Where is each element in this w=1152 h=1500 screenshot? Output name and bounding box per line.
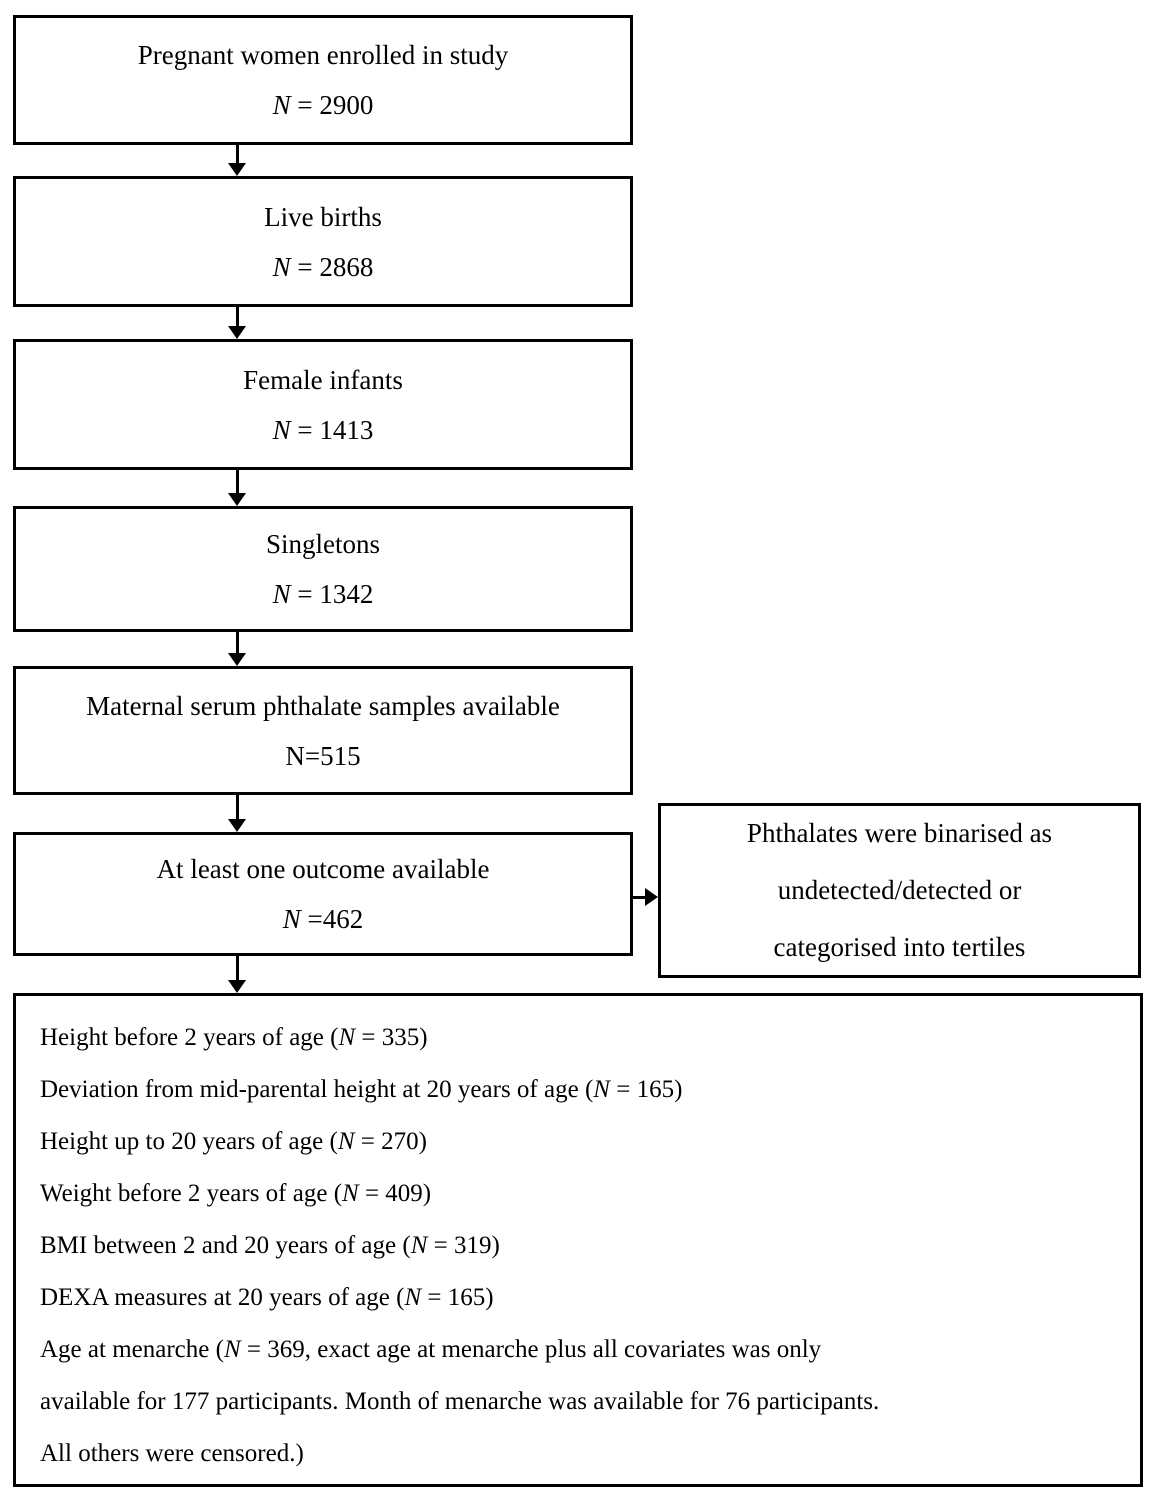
outcome-text: Deviation from mid-parental height at 20… (40, 1076, 594, 1103)
n-value: = 2868 (290, 251, 374, 282)
n-symbol: N (272, 414, 291, 445)
arrow-head-icon (228, 493, 246, 506)
arrow-head-icon (228, 980, 246, 993)
arrow-down-1 (228, 145, 246, 176)
flow-box-female-infants: Female infants N = 1413 (13, 339, 633, 470)
outcome-line-height-before-2: Height before 2 years of age (N = 335) (40, 1012, 1112, 1064)
side-box-line-1: Phthalates were binarised as (746, 818, 1053, 848)
outcome-text: Weight before 2 years of age ( (40, 1180, 343, 1207)
n-value: =462 (300, 904, 364, 934)
outcomes-box: Height before 2 years of age (N = 335) D… (13, 993, 1143, 1487)
flow-box-serum-samples: Maternal serum phthalate samples availab… (13, 666, 633, 795)
flow-box-serum-samples-label: Maternal serum phthalate samples availab… (86, 690, 560, 721)
outcome-text: available for 177 participants. Month of… (40, 1388, 880, 1415)
outcome-line-height-to-20: Height up to 20 years of age (N = 270) (40, 1116, 1112, 1168)
outcome-text: Height before 2 years of age ( (40, 1024, 339, 1051)
arrow-stem (235, 956, 239, 980)
arrow-stem (235, 632, 239, 653)
n-symbol: N (338, 1024, 356, 1051)
flow-box-female-infants-label: Female infants (243, 364, 403, 395)
outcome-line-bmi: BMI between 2 and 20 years of age (N = 3… (40, 1220, 1112, 1272)
arrow-head-icon (228, 163, 246, 176)
outcome-text: DEXA measures at 20 years of age ( (40, 1284, 405, 1311)
outcome-text: = 319) (427, 1232, 500, 1259)
flow-box-singletons-n: N = 1342 (273, 569, 374, 619)
flow-box-outcome-available-label: At least one outcome available (156, 854, 490, 884)
n-value: = 2900 (290, 90, 374, 120)
n-symbol: N (342, 1180, 359, 1207)
flow-box-serum-samples-n: N=515 (285, 731, 360, 781)
flow-box-singletons-label: Singletons (265, 529, 380, 559)
outcome-line-midparental-height: Deviation from mid-parental height at 20… (40, 1064, 1112, 1116)
arrow-head-icon (645, 888, 658, 906)
flow-box-live-births: Live births N = 2868 (13, 176, 633, 307)
arrow-stem (235, 307, 239, 326)
outcome-text: = 270) (354, 1128, 427, 1155)
n-symbol: N (272, 251, 291, 282)
flow-box-singletons: Singletons N = 1342 (13, 506, 633, 632)
flow-box-outcome-available: At least one outcome available N =462 (13, 832, 633, 956)
arrow-right (633, 888, 658, 906)
flow-box-outcome-available-n: N =462 (283, 894, 364, 944)
flow-box-live-births-label: Live births (264, 201, 382, 232)
n-value: = 1413 (290, 414, 374, 445)
outcome-text: = 409) (358, 1180, 432, 1207)
arrow-head-icon (228, 819, 246, 832)
n-symbol: N (223, 1336, 241, 1363)
arrow-down-3 (228, 470, 246, 506)
n-symbol: N (272, 90, 291, 120)
outcome-text: = 335) (355, 1024, 428, 1051)
arrow-down-2 (228, 307, 246, 339)
arrow-stem (235, 145, 239, 163)
n-value: =515 (304, 740, 361, 771)
arrow-head-icon (228, 653, 246, 666)
outcome-text: = 165) (421, 1284, 494, 1311)
n-symbol: N (593, 1076, 610, 1103)
arrow-stem (235, 795, 239, 819)
outcome-text: Age at menarche ( (40, 1336, 224, 1363)
outcome-line-weight-before-2: Weight before 2 years of age (N = 409) (40, 1168, 1112, 1220)
n-symbol: N (285, 740, 305, 771)
arrow-head-icon (228, 326, 246, 339)
outcome-line-dexa: DEXA measures at 20 years of age (N = 16… (40, 1272, 1112, 1324)
n-symbol: N (282, 904, 301, 934)
flow-box-enrolled-n: N = 2900 (273, 80, 374, 130)
n-symbol: N (404, 1284, 422, 1311)
flow-box-enrolled: Pregnant women enrolled in study N = 290… (13, 15, 633, 145)
outcome-text: Height up to 20 years of age ( (40, 1128, 338, 1155)
outcome-text: All others were censored.) (40, 1440, 304, 1467)
arrow-stem (633, 895, 645, 899)
arrow-stem (235, 470, 239, 493)
n-symbol: N (410, 1232, 428, 1259)
flow-box-enrolled-label: Pregnant women enrolled in study (137, 40, 509, 70)
side-box-phthalate-categorisation: Phthalates were binarised as undetected/… (658, 803, 1141, 978)
flow-box-live-births-n: N = 2868 (273, 242, 374, 292)
n-value: = 1342 (290, 579, 374, 609)
side-box-line-2: undetected/detected or (777, 875, 1022, 905)
n-symbol: N (337, 1128, 355, 1155)
arrow-down-5 (228, 795, 246, 832)
outcome-line-menarche-2: available for 177 participants. Month of… (40, 1376, 1112, 1428)
arrow-down-4 (228, 632, 246, 666)
outcome-line-menarche-1: Age at menarche (N = 369, exact age at m… (40, 1324, 1112, 1376)
flow-box-female-infants-n: N = 1413 (273, 405, 374, 455)
side-box-line-3: categorised into tertiles (773, 932, 1026, 962)
arrow-down-6 (228, 956, 246, 993)
outcome-text: BMI between 2 and 20 years of age ( (40, 1232, 411, 1259)
n-symbol: N (272, 579, 291, 609)
outcome-text: = 165) (609, 1076, 683, 1103)
outcome-line-menarche-3: All others were censored.) (40, 1428, 1112, 1480)
outcome-text: = 369, exact age at menarche plus all co… (240, 1336, 822, 1363)
